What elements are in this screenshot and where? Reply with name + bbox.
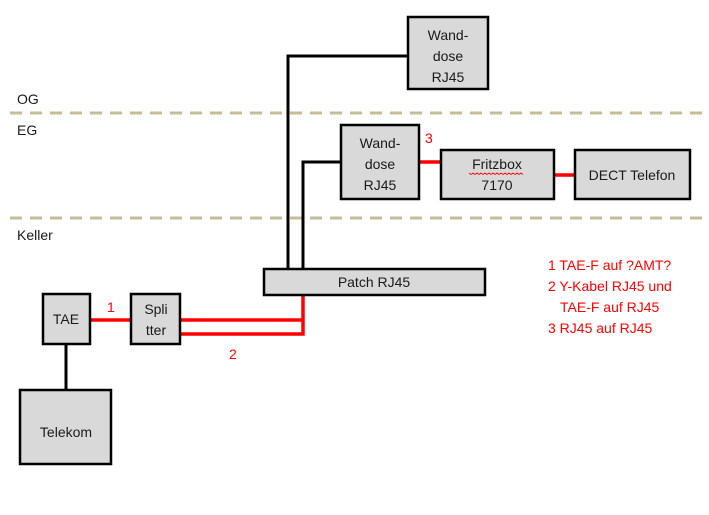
connection-label-3: 3 — [425, 130, 433, 146]
wanddose-og-line-2: dose — [433, 48, 464, 64]
splitter-box: Spli tter — [129, 292, 182, 346]
wanddose-og-line-1: Wand- — [428, 27, 469, 43]
legend-line-4: 3 RJ45 auf RJ45 — [548, 320, 652, 336]
floor-label-keller: Keller — [17, 227, 53, 243]
fritzbox-box: Fritzbox 7170 — [439, 148, 556, 201]
legend-line-2: 2 Y-Kabel RJ45 und — [548, 278, 672, 294]
wire-splitter-to-patch-b — [180, 295, 305, 336]
tae-label: TAE — [53, 311, 79, 327]
wanddose-eg-line-3: RJ45 — [364, 177, 397, 193]
wanddose-og-line-3: RJ45 — [432, 69, 465, 85]
connection-label-2: 2 — [229, 346, 237, 362]
wanddose-eg-line-1: Wand- — [360, 135, 401, 151]
floor-label-eg: EG — [17, 122, 37, 138]
legend: 1 TAE-F auf ?AMT? 2 Y-Kabel RJ45 und TAE… — [548, 257, 672, 336]
legend-line-1: 1 TAE-F auf ?AMT? — [548, 257, 671, 273]
fritzbox-line-1: Fritzbox — [472, 156, 522, 172]
tae-box: TAE — [41, 292, 92, 346]
legend-line-3: TAE-F auf RJ45 — [560, 299, 660, 315]
splitter-line-2: tter — [146, 322, 167, 338]
patch-rj45-label: Patch RJ45 — [338, 274, 411, 290]
spellcheck-underline — [468, 172, 524, 175]
dect-telefon-label: DECT Telefon — [589, 167, 676, 183]
wire-patch-to-wanddose-og — [286, 54, 408, 269]
wanddose-eg-box: Wand- dose RJ45 — [339, 123, 421, 201]
wanddose-og-box: Wand- dose RJ45 — [406, 15, 490, 91]
connection-label-1: 1 — [107, 299, 115, 315]
floor-label-og: OG — [17, 91, 39, 107]
wanddose-eg-line-2: dose — [365, 156, 396, 172]
dect-telefon-box: DECT Telefon — [573, 148, 692, 201]
telekom-label: Telekom — [40, 424, 92, 440]
splitter-line-1: Spli — [144, 301, 167, 317]
patch-rj45-box: Patch RJ45 — [262, 267, 487, 297]
telekom-box: Telekom — [18, 388, 113, 466]
wire-patch-to-wanddose-eg — [301, 160, 341, 269]
fritzbox-line-2: 7170 — [481, 177, 512, 193]
